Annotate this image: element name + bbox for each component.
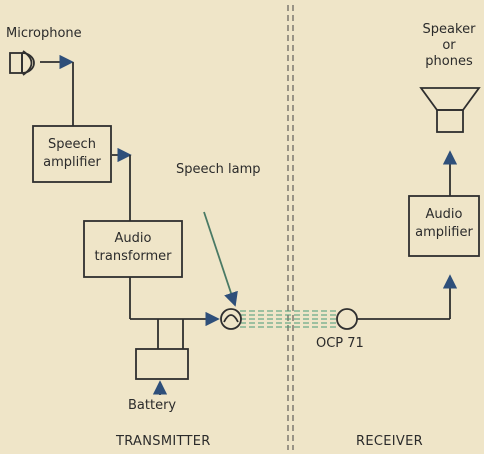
speaker-symbol — [419, 87, 481, 133]
speech-amplifier-box — [32, 125, 112, 183]
audio-amplifier-line1: Audio — [425, 207, 463, 222]
speaker-line1: Speaker — [422, 22, 476, 37]
transmitter-label: TRANSMITTER — [116, 434, 211, 449]
battery-box — [135, 348, 189, 380]
audio-amplifier-label: Audio amplifier — [409, 206, 479, 242]
speaker-line2: or — [442, 38, 456, 53]
wire-transformer-to-lamp — [129, 277, 220, 327]
microphone-symbol — [9, 50, 35, 76]
audio-transformer-box — [83, 220, 183, 278]
audio-transformer-line2: transformer — [94, 249, 172, 264]
speech-lamp-label: Speech lamp — [176, 162, 261, 177]
wire-photocell-to-amp — [357, 274, 458, 320]
speaker-line3: phones — [425, 54, 473, 69]
ocp71-label: OCP 71 — [316, 336, 364, 351]
audio-amplifier-line2: amplifier — [415, 225, 473, 240]
speech-lamp-pointer — [203, 211, 238, 307]
audio-transformer-label: Audio transformer — [84, 230, 182, 266]
divider-line — [287, 5, 294, 450]
receiver-label: RECEIVER — [356, 434, 423, 449]
speech-amplifier-label: Speech amplifier — [33, 136, 111, 172]
speech-amplifier-line1: Speech — [48, 137, 96, 152]
battery-wiring — [152, 319, 184, 395]
microphone-label: Microphone — [6, 26, 82, 41]
ocp71-photocell — [336, 308, 358, 330]
battery-label: Battery — [128, 398, 177, 413]
speech-amplifier-line2: amplifier — [43, 155, 101, 170]
audio-amplifier-box — [408, 195, 480, 257]
speaker-label: Speaker or phones — [418, 22, 480, 70]
wire-mic-to-amp — [40, 54, 74, 126]
audio-transformer-line1: Audio — [114, 231, 152, 246]
light-beam — [240, 310, 336, 328]
speech-lamp-symbol — [220, 308, 242, 330]
wire-amp-to-transformer — [112, 147, 132, 221]
